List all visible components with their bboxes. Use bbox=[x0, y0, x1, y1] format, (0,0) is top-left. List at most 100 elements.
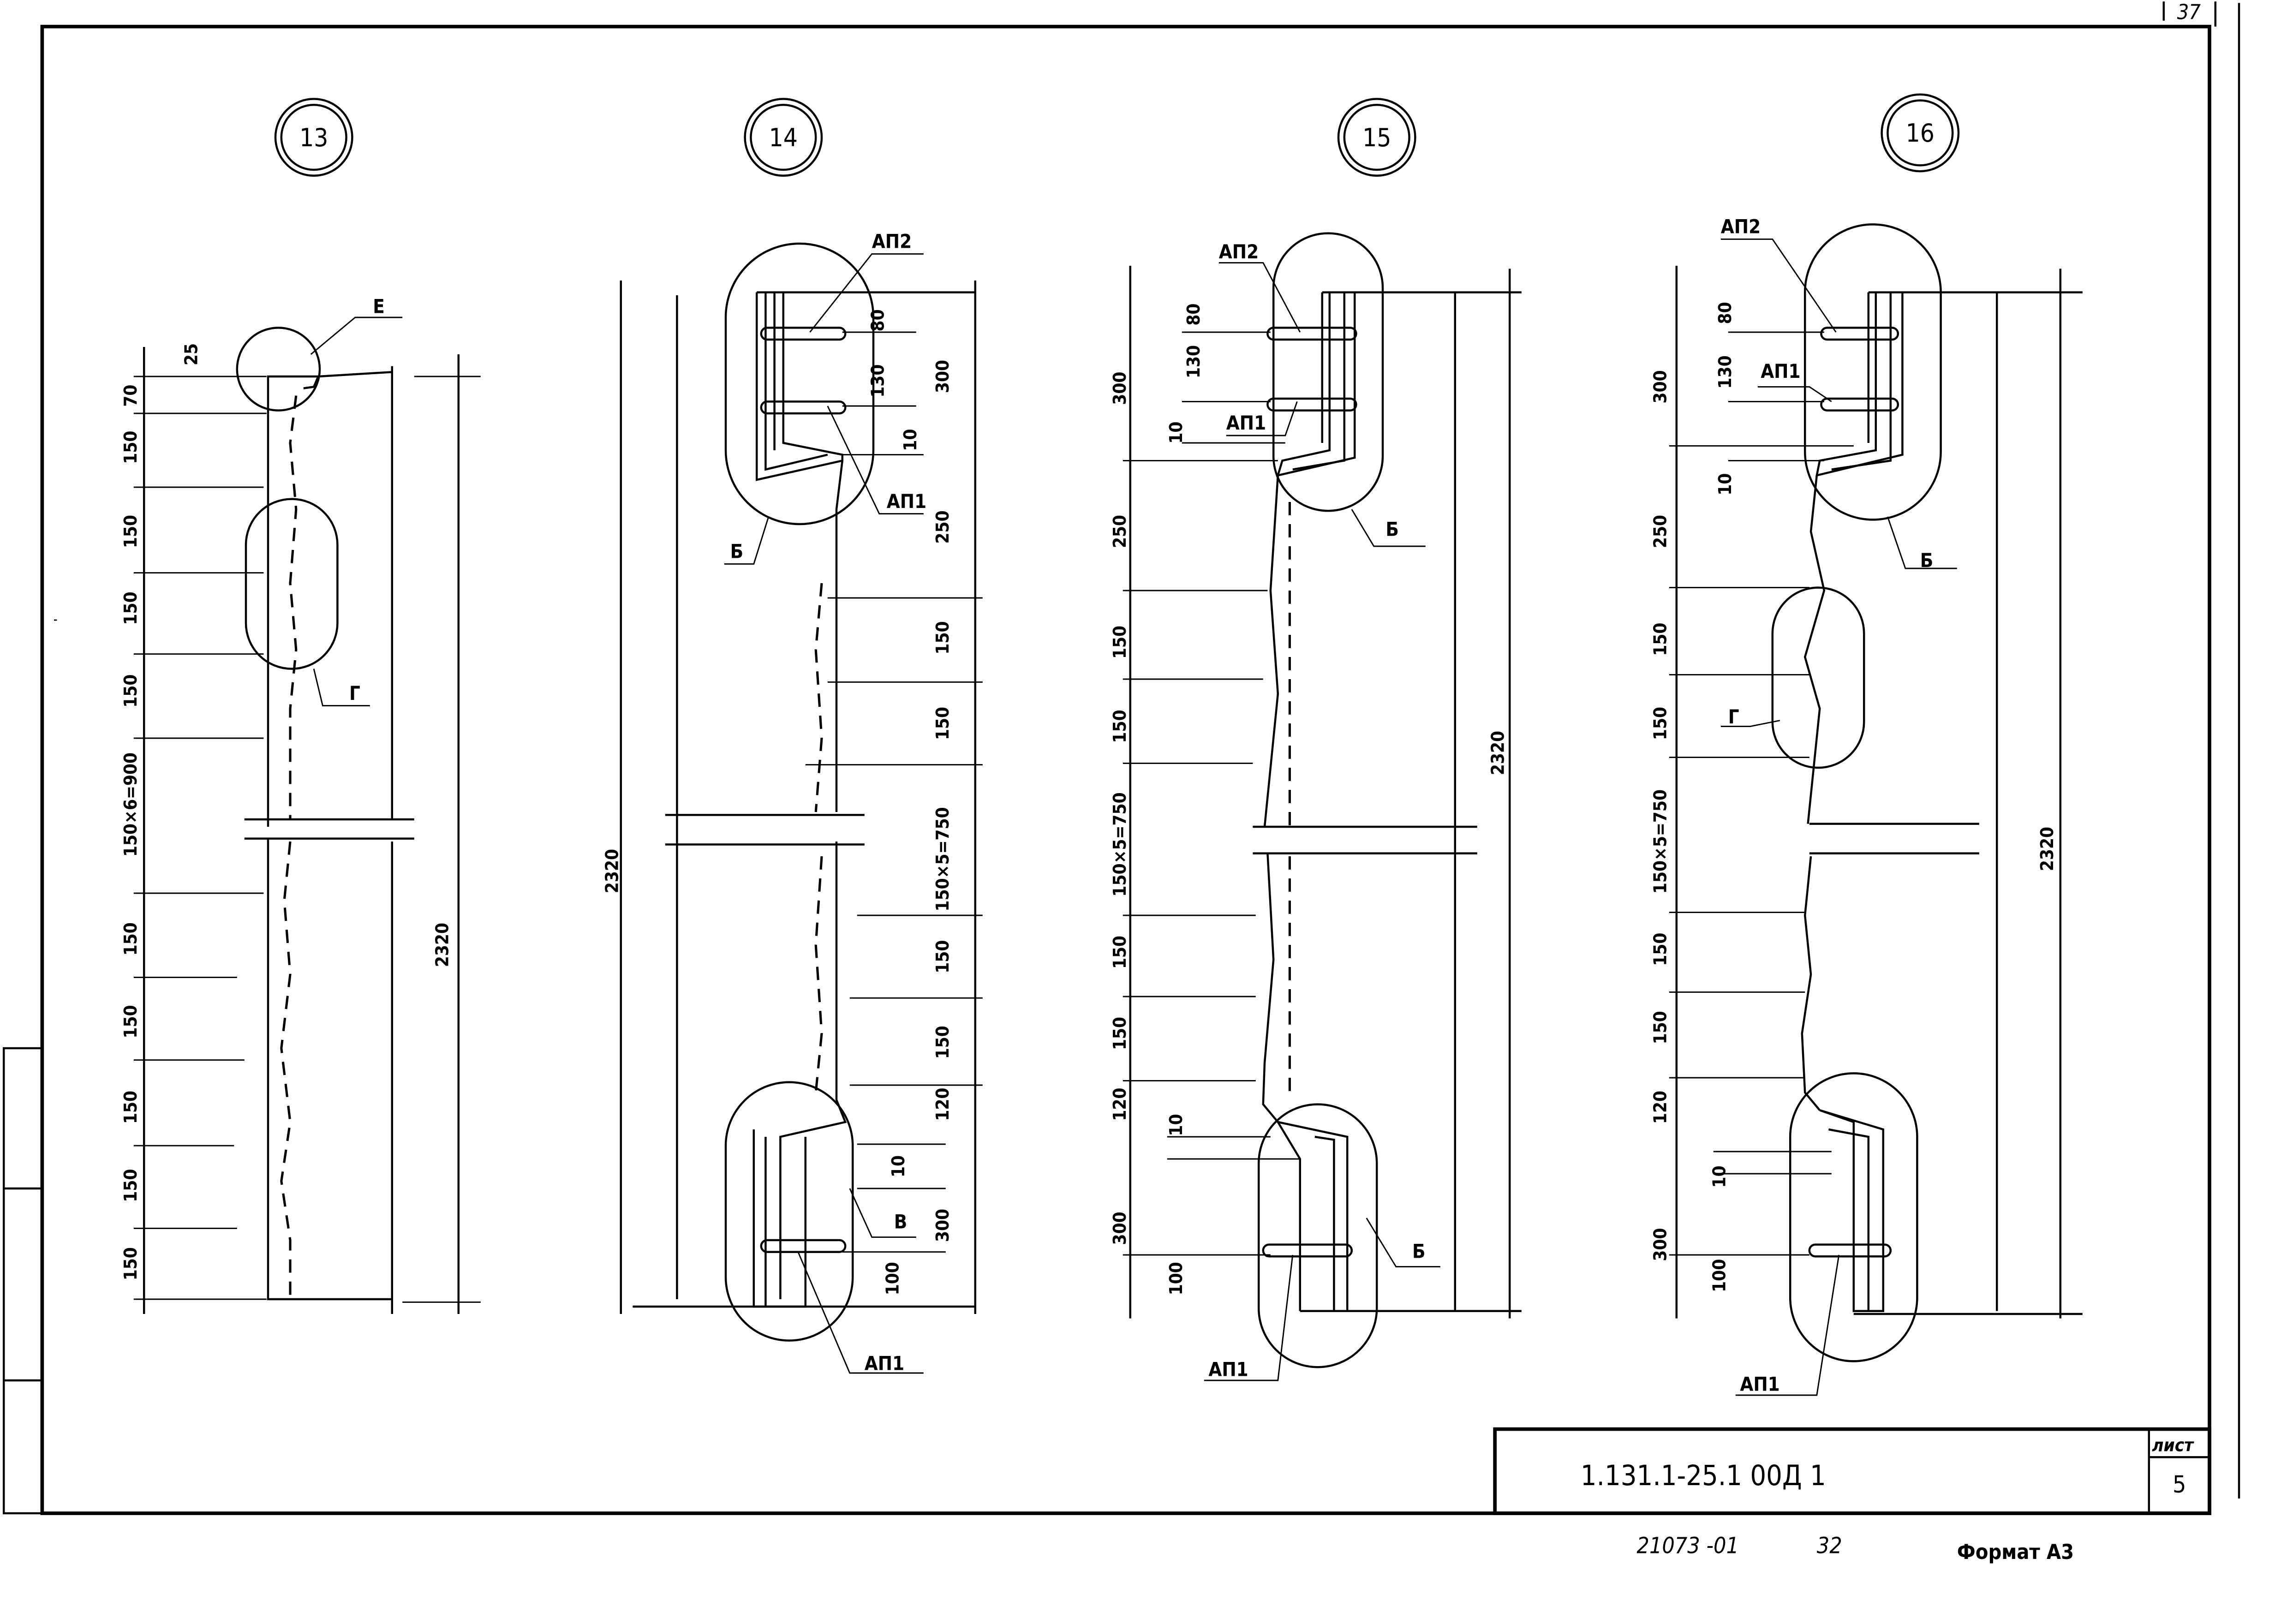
callout-label: АП1 bbox=[887, 490, 926, 513]
dimension-label: 150 bbox=[1650, 623, 1671, 656]
panel-15-geometry bbox=[1123, 232, 1522, 1381]
callout-label: АП2 bbox=[1219, 240, 1259, 263]
marker-circle bbox=[750, 103, 817, 171]
dimension-label: 10 bbox=[900, 429, 921, 451]
dimension-label: 150 bbox=[120, 515, 141, 548]
dimension-label: 300 bbox=[1650, 370, 1671, 403]
dimension-label: 10 bbox=[1709, 1165, 1730, 1188]
dimension-label: 120 bbox=[1650, 1091, 1671, 1124]
dimension-label: 70 bbox=[120, 385, 141, 407]
dimension-label: 150 bbox=[1650, 1011, 1671, 1044]
dimension-label: 130 bbox=[867, 364, 888, 398]
dimension-label: 250 bbox=[1110, 515, 1130, 548]
marker-circle bbox=[1881, 93, 1960, 173]
panel-14-marker: 14 bbox=[744, 98, 823, 177]
callout-label: Г bbox=[349, 682, 360, 705]
dimension-label: 150 bbox=[932, 940, 953, 973]
callout-label: АП1 bbox=[1761, 360, 1800, 382]
dimension-label: 120 bbox=[932, 1088, 953, 1121]
marker-circle bbox=[274, 98, 353, 177]
callout-label: Б bbox=[1920, 549, 1934, 572]
dimension-label: 300 bbox=[1110, 372, 1130, 405]
sheet-label: лист bbox=[2152, 1435, 2194, 1456]
dimension-label: 80 bbox=[1183, 304, 1204, 326]
dimension-label: 150 bbox=[120, 1247, 141, 1280]
dimension-label: 25 bbox=[181, 343, 202, 365]
copy-number: 32 bbox=[1817, 1533, 1842, 1558]
dimension-label: 150 bbox=[120, 591, 141, 625]
dimension-label: 2320 bbox=[602, 849, 622, 893]
dimension-label: 150×5=750 bbox=[1650, 789, 1671, 894]
dimension-label: 150 bbox=[120, 1091, 141, 1124]
panel-marker-number: 13 bbox=[299, 123, 328, 152]
dimension-label: 150 bbox=[1110, 936, 1130, 969]
dimension-label: 150 bbox=[120, 1169, 141, 1202]
dimension-label: 150 bbox=[1650, 707, 1671, 740]
dimension-label: 80 bbox=[1715, 302, 1736, 324]
dimension-label: 2320 bbox=[432, 923, 453, 967]
dimension-label: 150 bbox=[932, 621, 953, 654]
dimension-label: 150×5=750 bbox=[1110, 792, 1130, 896]
dimension-label: 100 bbox=[882, 1262, 903, 1295]
panel-marker-number: 14 bbox=[769, 123, 798, 152]
panel-13-geometry bbox=[133, 316, 481, 1314]
dimension-label: 300 bbox=[932, 1209, 953, 1242]
callout-label: АП2 bbox=[1721, 215, 1761, 238]
sheet-corner-number: 37 bbox=[2177, 0, 2201, 24]
callout-label: АП2 bbox=[872, 230, 912, 253]
panel-marker-number: 16 bbox=[1906, 119, 1935, 148]
panel-13-marker: 13 bbox=[274, 98, 353, 177]
dimension-label: 250 bbox=[1650, 515, 1671, 548]
dimension-label: 150 bbox=[1650, 933, 1671, 966]
callout-label: Б bbox=[1385, 518, 1399, 541]
callout-label: АП1 bbox=[1226, 412, 1266, 434]
dimension-label: 150 bbox=[120, 431, 141, 464]
dimension-label: 150 bbox=[1110, 1017, 1130, 1050]
dimension-label: 300 bbox=[1110, 1212, 1130, 1245]
marker-circle bbox=[280, 103, 347, 171]
dimension-label: 150×5=750 bbox=[932, 807, 953, 911]
dimension-label: 300 bbox=[932, 360, 953, 393]
callout-label: Б bbox=[730, 540, 744, 563]
dimension-label: 150 bbox=[120, 675, 141, 708]
dimension-label: 150 bbox=[932, 1026, 953, 1059]
dimension-label: 150×6=900 bbox=[120, 752, 141, 857]
dimension-label: 100 bbox=[1709, 1259, 1730, 1292]
marker-circle bbox=[1337, 98, 1416, 177]
inventory-number: 21073 -01 bbox=[1636, 1533, 1739, 1558]
dimension-label: 10 bbox=[1166, 422, 1187, 444]
callout-label: В bbox=[894, 1210, 908, 1233]
dimension-label: 130 bbox=[1715, 355, 1736, 388]
panel-16-marker: 16 bbox=[1881, 93, 1960, 173]
panel-marker-number: 15 bbox=[1362, 123, 1391, 152]
dimension-label: 130 bbox=[1183, 345, 1204, 378]
designation: 1.131.1-25.1 00Д 1 bbox=[1581, 1460, 1826, 1492]
dimension-label: 2320 bbox=[1487, 731, 1508, 775]
dimension-label: 150 bbox=[932, 707, 953, 740]
callout-label: Г bbox=[1728, 705, 1739, 728]
dimension-label: 2320 bbox=[2037, 827, 2058, 871]
sheet-number: 5 bbox=[2173, 1471, 2186, 1499]
dimension-label: 100 bbox=[1166, 1262, 1187, 1295]
dimension-label: 10 bbox=[1715, 473, 1736, 496]
callout-label: Б bbox=[1412, 1240, 1426, 1262]
dimension-label: 10 bbox=[888, 1155, 909, 1177]
callout-label: АП1 bbox=[1208, 1358, 1248, 1380]
dimension-label: 150 bbox=[1110, 710, 1130, 743]
marker-circle bbox=[744, 98, 823, 177]
callout-label: Е bbox=[373, 295, 385, 317]
dimension-label: 10 bbox=[1166, 1114, 1187, 1136]
sheet-frame bbox=[2, 1, 2240, 1515]
dimension-label: 80 bbox=[867, 309, 888, 331]
marker-circle bbox=[1343, 103, 1410, 171]
panel-15-marker: 15 bbox=[1337, 98, 1416, 177]
dimension-label: 120 bbox=[1110, 1088, 1130, 1121]
callout-label: АП1 bbox=[865, 1352, 904, 1375]
title-block: 1.131.1-25.1 00Д 1 лист 5 bbox=[1493, 1427, 2211, 1515]
dimension-label: 150 bbox=[120, 922, 141, 955]
format-label: Формат А3 bbox=[1957, 1540, 2074, 1564]
callout-label: АП1 bbox=[1740, 1373, 1779, 1395]
panel-14-geometry bbox=[620, 242, 983, 1374]
dimension-label: 150 bbox=[1110, 626, 1130, 659]
